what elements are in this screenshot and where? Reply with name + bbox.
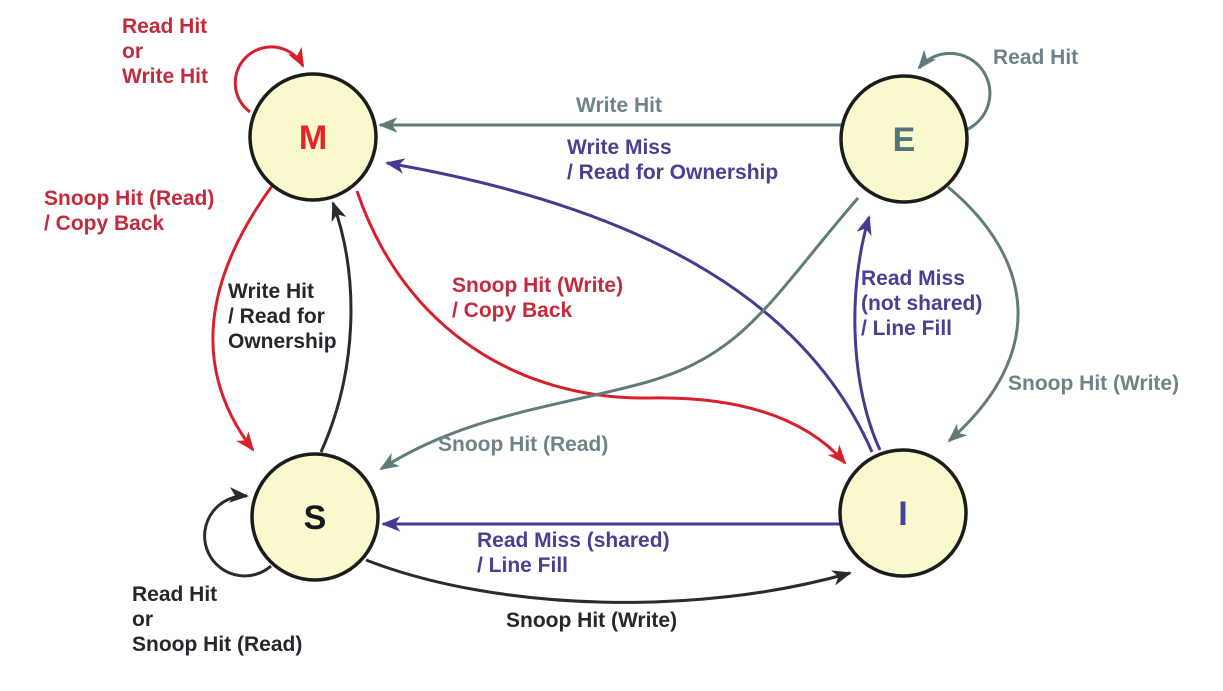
edge-e-to-i [947, 185, 1020, 443]
state-circle-s [250, 452, 380, 582]
state-label-s: S [304, 499, 327, 537]
edge-label-e-to-i: Snoop Hit (Write) [1008, 372, 1180, 395]
edge-label-s-to-m: Write Hit / Read for Ownership [228, 280, 337, 353]
edge-s-to-m [319, 201, 353, 453]
edge-label-s-self: Read Hit or Snoop Hit (Read) [132, 583, 303, 656]
edge-m-self-loop [233, 45, 305, 114]
edge-i-to-m [385, 158, 874, 453]
edge-label-e-to-m: Write Hit [576, 94, 662, 117]
state-label-i: I [898, 495, 907, 533]
edge-label-s-to-i: Snoop Hit (Write) [506, 609, 678, 632]
edge-label-i-to-m: Write Miss / Read for Ownership [567, 136, 779, 184]
edge-label-m-to-s: Snoop Hit (Read) / Copy Back [44, 187, 215, 235]
edge-m-to-s [211, 185, 274, 452]
edge-label-e-self: Read Hit [993, 46, 1079, 69]
edge-label-i-to-s: Read Miss (shared) / Line Fill [477, 529, 670, 577]
edge-s-self-loop [203, 487, 272, 578]
state-label-m: M [299, 119, 327, 157]
edge-label-m-self: Read Hit or Write Hit [122, 15, 208, 88]
state-circle-e [839, 74, 969, 204]
edge-label-e-to-s: Snoop Hit (Read) [438, 433, 609, 456]
edge-m-to-i [355, 190, 847, 465]
state-circle-i [838, 448, 968, 578]
edge-s-to-i [365, 558, 852, 604]
edge-label-m-to-i: Snoop Hit (Write) / Copy Back [452, 274, 624, 322]
state-circle-m [248, 72, 378, 202]
edge-label-i-to-e: Read Miss (not shared) / Line Fill [861, 267, 983, 340]
edge-e-to-s [379, 197, 860, 471]
edge-e-self-loop [917, 49, 992, 132]
edge-i-to-e [853, 215, 882, 451]
state-label-e: E [893, 121, 916, 159]
